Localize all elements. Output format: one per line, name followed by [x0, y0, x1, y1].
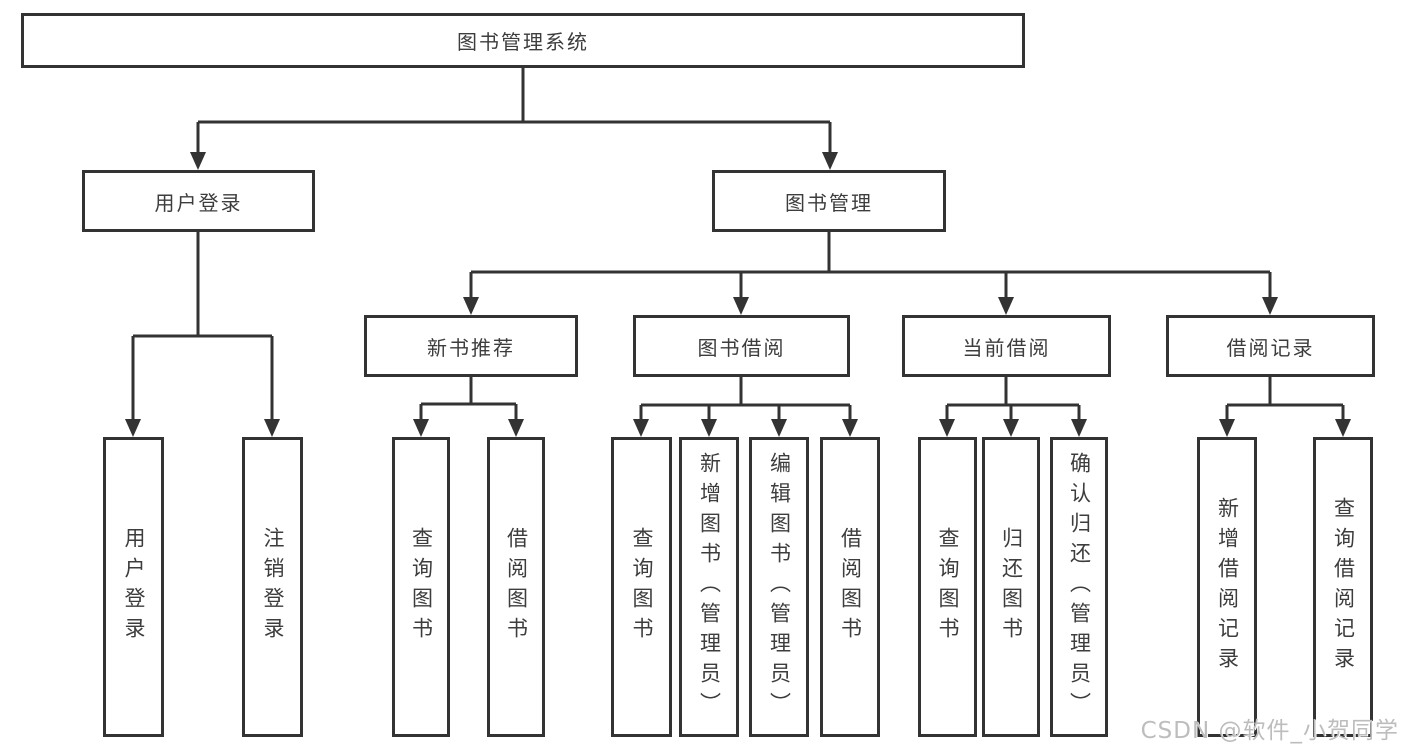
node-current-borrowing: 当前借阅	[902, 315, 1111, 377]
node-borrowing-records: 借阅记录	[1166, 315, 1375, 377]
node-label: 图书管理系统	[457, 30, 589, 54]
leaf-return-books: 归还图书	[982, 437, 1040, 737]
leaf-confirm-return-admin: 确认归还（管理员）	[1050, 437, 1108, 737]
leaf-label: 用户登录	[122, 527, 146, 647]
node-label: 图书管理	[785, 190, 873, 215]
leaf-user-login: 用户登录	[103, 437, 164, 737]
leaf-borrow-books-recommend: 借阅图书	[487, 437, 545, 737]
leaf-add-book-admin: 新增图书（管理员）	[679, 437, 739, 737]
leaf-label: 查询图书	[630, 527, 654, 647]
node-label: 新书推荐	[427, 335, 515, 360]
leaf-borrow-books: 借阅图书	[820, 437, 880, 737]
node-label: 用户登录	[154, 190, 243, 215]
leaf-label: 新增借阅记录	[1215, 497, 1240, 677]
leaf-label: 查询图书	[409, 527, 434, 647]
leaf-query-borrow-record: 查询借阅记录	[1313, 437, 1373, 737]
leaf-label: 编辑图书（管理员）	[767, 452, 792, 722]
leaf-label: 借阅图书	[838, 527, 863, 647]
leaf-query-books-recommend: 查询图书	[392, 437, 450, 737]
node-label: 图书借阅	[697, 335, 786, 360]
leaf-label: 确认归还（管理员）	[1067, 452, 1092, 722]
node-book-borrowing: 图书借阅	[633, 315, 850, 377]
node-book-management-system: 图书管理系统	[21, 13, 1025, 68]
leaf-label: 新增图书（管理员）	[697, 452, 722, 722]
leaf-label: 借阅图书	[504, 527, 529, 647]
node-new-book-recommendation: 新书推荐	[364, 315, 578, 377]
leaf-label: 查询图书	[936, 527, 960, 647]
leaf-logout: 注销登录	[242, 437, 303, 737]
node-label: 当前借阅	[962, 335, 1051, 360]
leaf-add-borrow-record: 新增借阅记录	[1197, 437, 1257, 737]
watermark-text: CSDN @软件_小贺同学	[1140, 718, 1399, 744]
leaf-label: 查询借阅记录	[1331, 497, 1356, 677]
leaf-label: 注销登录	[261, 527, 285, 647]
leaf-label: 归还图书	[999, 527, 1024, 647]
leaf-query-books-borrow: 查询图书	[611, 437, 672, 737]
leaf-edit-book-admin: 编辑图书（管理员）	[749, 437, 809, 737]
node-book-management: 图书管理	[712, 170, 946, 232]
leaf-query-books-current: 查询图书	[918, 437, 977, 737]
node-label: 借阅记录	[1226, 335, 1315, 360]
node-user-login: 用户登录	[82, 170, 315, 232]
